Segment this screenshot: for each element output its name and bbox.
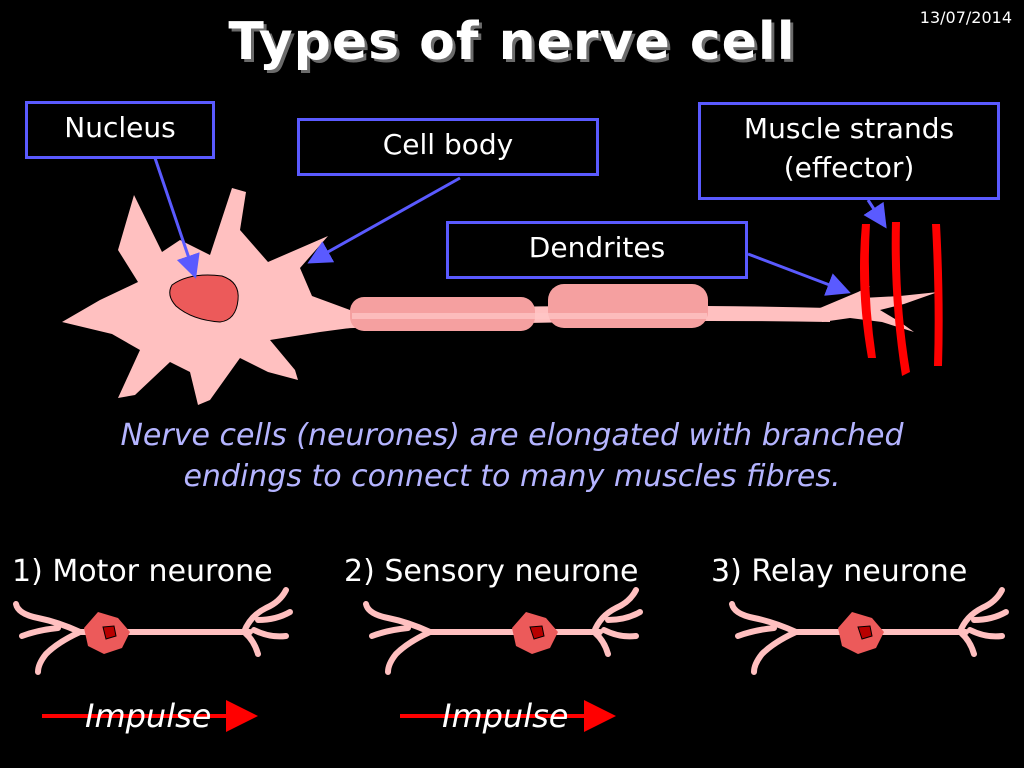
caption-line2: endings to connect to many muscles fibre…: [183, 458, 841, 494]
nucleus-shape: [169, 274, 239, 323]
impulse-label-1: Impulse: [85, 697, 212, 735]
muscle-label-line1: Muscle strands: [743, 112, 955, 145]
myelin-highlight: [352, 313, 707, 319]
cell-body-label: Cell body: [297, 118, 599, 176]
motor-neurone-label: 1) Motor neurone: [12, 554, 273, 589]
nucleus-label: Nucleus: [25, 101, 215, 159]
cell-body-pointer: [307, 176, 461, 264]
caption: Nerve cells (neurones) are elongated wit…: [60, 416, 964, 497]
muscle-strand: [860, 224, 876, 358]
relay-neurone-icon: [732, 590, 1006, 672]
dendrites-label: Dendrites: [446, 221, 748, 279]
caption-line1: Nerve cells (neurones) are elongated wit…: [120, 418, 904, 453]
slide-date: 13/07/2014: [919, 8, 1012, 27]
axon-terminal: [820, 286, 938, 332]
slide-title: Types of nerve cell: [228, 12, 796, 72]
sensory-neurone-label: 2) Sensory neurone: [344, 554, 639, 589]
muscle-label-line2: (effector): [783, 151, 915, 185]
impulse-label-2: Impulse: [442, 697, 569, 735]
muscle-strand: [891, 222, 910, 376]
motor-neurone-icon: [16, 590, 290, 672]
muscle-strand: [932, 224, 943, 366]
relay-neurone-label: 3) Relay neurone: [711, 554, 968, 589]
dendrites-pointer: [747, 252, 851, 296]
muscle-pointer: [863, 199, 887, 229]
nucleus-pointer: [153, 157, 200, 279]
sensory-neurone-icon: [366, 590, 640, 672]
muscle-strands-label: Muscle strands (effector): [698, 102, 1000, 200]
